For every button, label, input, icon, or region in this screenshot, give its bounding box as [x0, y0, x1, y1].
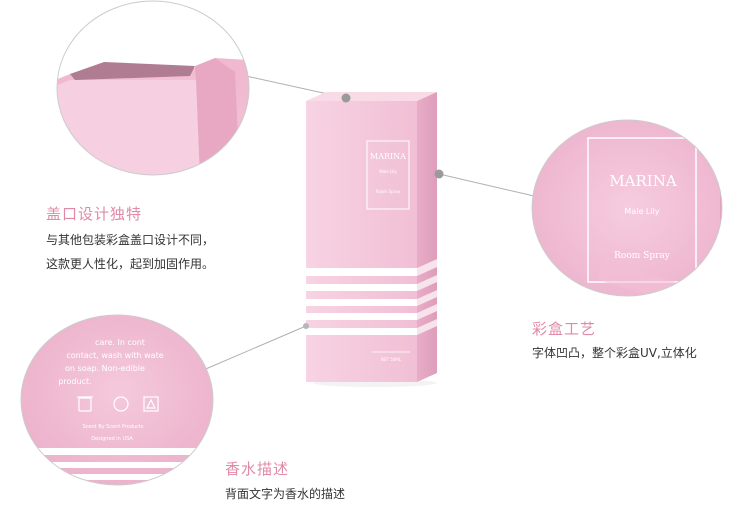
- zoom-back-line-2: contact, wash with wate: [66, 351, 163, 360]
- zoom-back-line-4: product.: [58, 377, 91, 386]
- box-line1: Male Lily: [379, 169, 397, 174]
- feature-back-title: 香水描述: [225, 460, 290, 478]
- zoom-lid: [56, 0, 250, 176]
- zoom-back-site: www.scentsmarket.com: [84, 448, 144, 454]
- zoom-craft-line2: Room Spray: [614, 251, 671, 261]
- box-top-marker: [341, 93, 351, 103]
- box-label-frame: [366, 140, 410, 210]
- zoom-back-origin: Designed in USA: [91, 436, 133, 442]
- box-side: [417, 92, 437, 382]
- leader-line-back: [200, 325, 307, 372]
- box-top-flap: [306, 92, 437, 101]
- zoom-back-line-3: on soap. Non-edible: [65, 364, 145, 373]
- feature-craft-title: 彩盒工艺: [532, 320, 597, 338]
- leader-line-craft: [438, 173, 535, 197]
- box-stripes: [306, 268, 417, 335]
- box-brand: MARINA: [370, 152, 406, 161]
- box-front: [306, 101, 417, 382]
- box-bottom-text: NET 50ML: [381, 357, 402, 362]
- zoom-craft: MARINA Male Lily Room Spray: [531, 119, 723, 297]
- zoom-back-line-1: care. In cont: [95, 338, 145, 347]
- zoom-back-maker: Scent By Scent Products: [82, 424, 143, 430]
- bin-icon: [77, 396, 93, 412]
- recycle-icon: [113, 396, 129, 412]
- feature-craft-desc-1: 字体凹凸，整个彩盒UV,立体化: [532, 346, 697, 360]
- product-box: MARINA Male Lily Room Spray NET 50ML: [303, 92, 444, 387]
- box-line2: Room Spray: [376, 189, 401, 194]
- zoom-craft-brand: MARINA: [609, 172, 677, 190]
- feature-lid-title: 盖口设计独特: [46, 205, 143, 223]
- feature-lid-desc-1: 与其他包装彩盒盖口设计不同，: [46, 233, 215, 247]
- feature-back-desc-1: 背面文字为香水的描述: [225, 487, 346, 501]
- box-side-marker: [434, 169, 444, 179]
- zoom-craft-line1: Male Lily: [624, 207, 659, 216]
- mobius-icon: [143, 396, 159, 412]
- box-back-marker: [303, 323, 309, 329]
- feature-lid-desc-2: 这款更人性化，起到加固作用。: [46, 257, 215, 271]
- recycle-symbols: [77, 396, 159, 412]
- zoom-back: care. In cont contact, wash with wate on…: [20, 314, 214, 486]
